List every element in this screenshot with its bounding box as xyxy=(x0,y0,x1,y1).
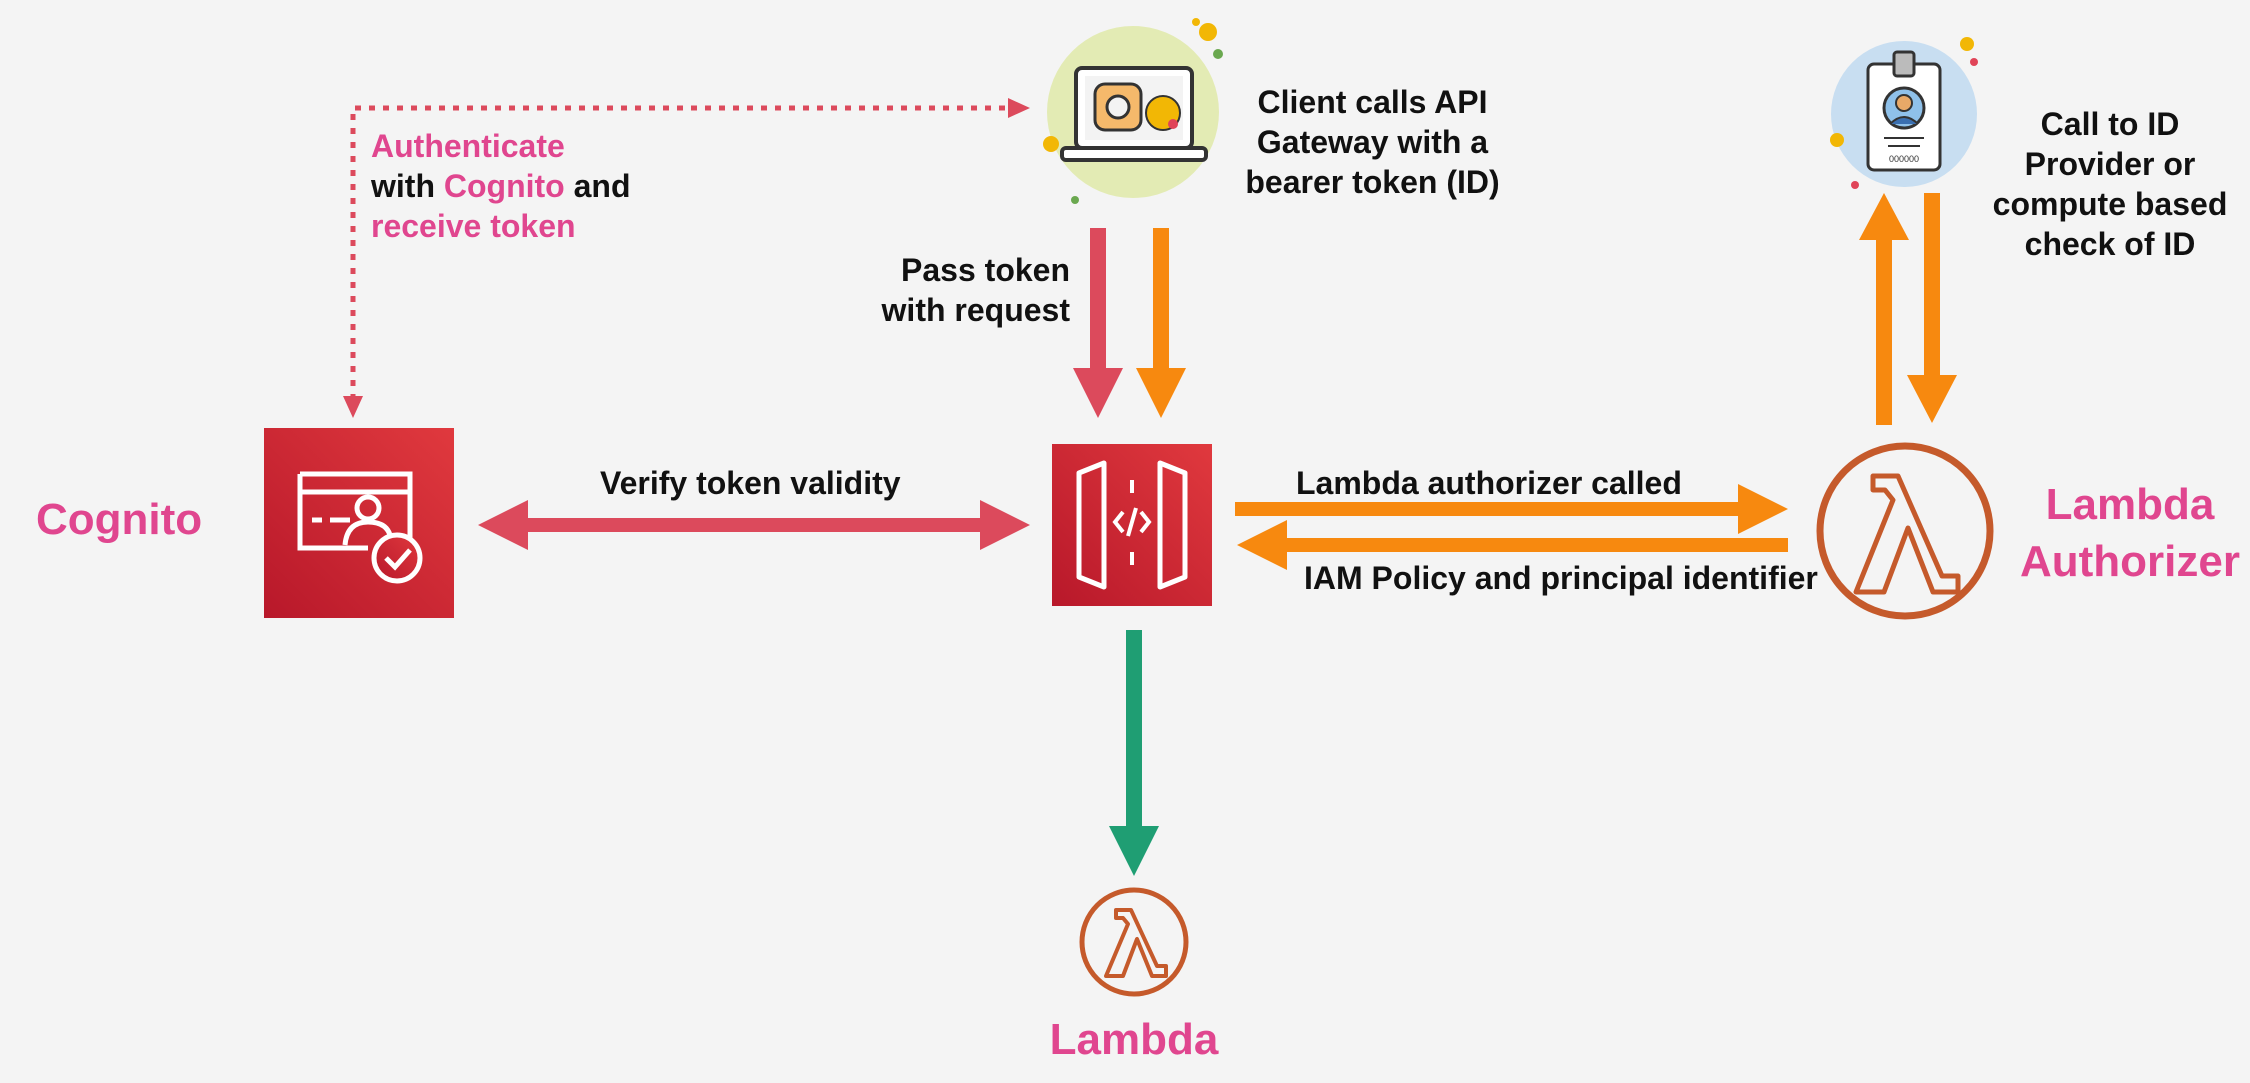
lambda-icon xyxy=(1079,887,1189,997)
verify-token-label: Verify token validity xyxy=(600,465,901,501)
pass-token-label: Pass token with request xyxy=(820,250,1070,330)
id-badge-icon xyxy=(1830,37,1978,189)
id-provider-line4: check of ID xyxy=(2024,226,2196,262)
lambda-authorizer-icon xyxy=(1816,442,1994,620)
laptop-icon xyxy=(1043,18,1223,204)
cognito-icon xyxy=(264,428,454,618)
badge-text: 000000 xyxy=(1889,154,1919,164)
invoke-lambda-green-arrow xyxy=(1109,630,1159,876)
id-provider-up-arrow xyxy=(1859,193,1909,425)
client-caption-line3: bearer token (ID) xyxy=(1245,164,1500,200)
pass-token-line1: Pass token xyxy=(901,252,1070,288)
verify-double-arrow xyxy=(478,500,1030,550)
authenticate-dotted-arrow xyxy=(343,98,1030,418)
authorizer-called-label: Lambda authorizer called xyxy=(1296,465,1682,501)
pass-token-red-arrow xyxy=(1073,228,1123,418)
client-caption-line2: Gateway with a xyxy=(1256,124,1489,160)
iam-policy-label: IAM Policy and principal identifier xyxy=(1304,560,1818,596)
lambda-authorizer-label: Lambda Authorizer xyxy=(2010,476,2250,590)
api-gateway-icon xyxy=(1052,444,1212,606)
authenticate-line3: receive token xyxy=(371,208,576,244)
id-provider-line1: Call to ID xyxy=(2040,106,2180,142)
client-orange-arrow xyxy=(1136,228,1186,418)
lambda-label: Lambda xyxy=(1049,1015,1219,1064)
authenticate-line2: with Cognito and xyxy=(371,166,631,206)
authenticate-label: Authenticate with Cognito and receive to… xyxy=(371,126,631,246)
client-caption: Client calls API Gateway with a bearer t… xyxy=(1230,82,1515,202)
authorizer-called-arrow xyxy=(1235,484,1788,534)
iam-policy-arrow xyxy=(1237,520,1788,570)
id-provider-line2: Provider or xyxy=(2024,146,2196,182)
auth-cognito-text: Cognito xyxy=(443,168,565,204)
lambda-authorizer-line2: Authorizer xyxy=(2020,537,2240,587)
auth-with-text: with xyxy=(371,168,444,204)
lambda-authorizer-line1: Lambda xyxy=(2045,480,2215,529)
auth-and-text: and xyxy=(564,168,631,204)
cognito-label: Cognito xyxy=(36,495,203,544)
id-provider-caption: Call to ID Provider or compute based che… xyxy=(1985,104,2235,264)
authenticate-line1: Authenticate xyxy=(371,128,565,164)
id-provider-down-arrow xyxy=(1907,193,1957,423)
client-caption-line1: Client calls API xyxy=(1257,84,1488,120)
pass-token-line2: with request xyxy=(881,292,1070,328)
id-provider-line3: compute based xyxy=(1992,186,2228,222)
